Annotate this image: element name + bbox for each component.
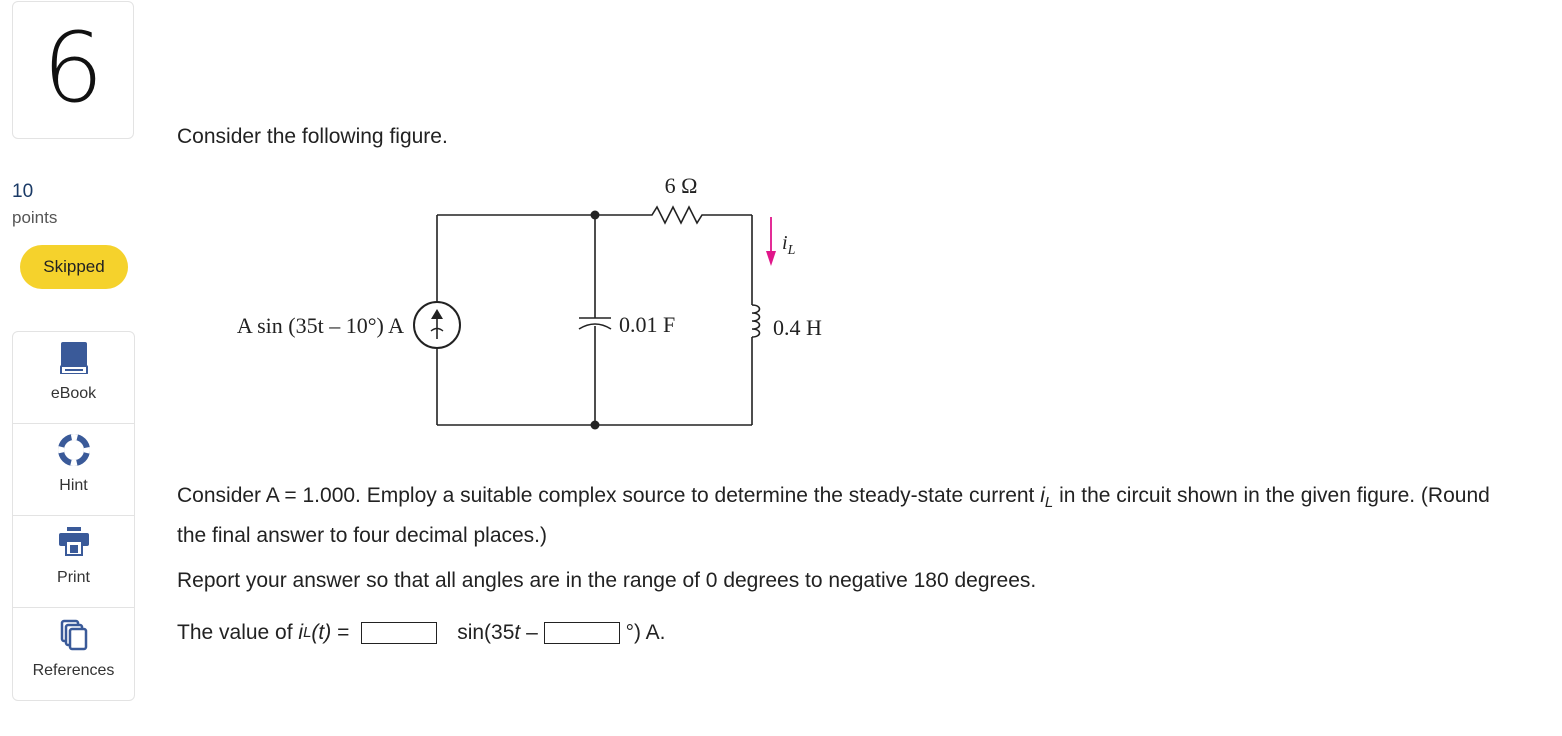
resistor-label: 6 Ω (665, 173, 698, 198)
question-number: 6 (42, 12, 104, 124)
question-number-card: 6 (12, 1, 134, 139)
current-arrowhead (766, 251, 776, 266)
references-button[interactable]: References (13, 608, 134, 700)
inductor-label: 0.4 H (773, 315, 822, 340)
book-icon (57, 341, 91, 375)
answer-sub: L (303, 624, 312, 641)
answer-minus: – (520, 621, 544, 644)
answer-var: i (298, 621, 304, 644)
hint-label: Hint (59, 477, 88, 494)
prompt-current-sub: L (1044, 494, 1054, 512)
source-label: A sin (35t – 10°) A (237, 313, 404, 338)
node-dot-bottom (590, 420, 600, 430)
answer-prefix: The value of (177, 621, 299, 644)
inductor-symbol (751, 304, 761, 338)
answer-t: t (514, 621, 521, 644)
answer-eq: = (331, 621, 356, 644)
hint-button[interactable]: Hint (13, 424, 134, 516)
print-button[interactable]: Print (13, 516, 134, 608)
printer-icon (57, 525, 91, 559)
node-dot-top (590, 210, 600, 220)
prompt-current-var: i (1040, 484, 1045, 507)
documents-icon (57, 618, 91, 652)
amplitude-input[interactable] (361, 621, 438, 644)
lifebuoy-icon (57, 433, 91, 467)
tools-panel: eBook Hint Print (12, 331, 135, 701)
references-label: References (32, 662, 115, 679)
points-label: points (12, 208, 58, 227)
capacitor-plate-bottom (578, 323, 612, 330)
prompt-text-b: in the circuit shown in the given figure… (177, 484, 1490, 548)
answer-suffix: °) A. (625, 621, 666, 644)
current-label: iL (782, 232, 796, 258)
answer-mid: sin(35 (457, 621, 515, 644)
print-label: Print (57, 569, 90, 586)
resistor-symbol (645, 205, 752, 225)
phase-input[interactable] (543, 621, 620, 644)
intro-text: Consider the following figure. (177, 125, 448, 148)
ebook-button[interactable]: eBook (13, 332, 134, 424)
answer-arg: (t) (311, 621, 332, 644)
prompt-text-a: Consider A = 1.000. Employ a suitable co… (177, 484, 1041, 507)
points-value: 10 (12, 181, 34, 202)
capacitor-label: 0.01 F (619, 312, 675, 337)
problem-statement: Consider A = 1.000. Employ a suitable co… (177, 479, 1517, 552)
circuit-diagram: 6 Ω A sin (35t – 10°) A 0.01 F 0.4 H iL (237, 173, 822, 430)
status-badge: Skipped (20, 245, 128, 289)
ebook-label: eBook (50, 385, 97, 402)
instruction-text: Report your answer so that all angles ar… (177, 569, 1037, 592)
